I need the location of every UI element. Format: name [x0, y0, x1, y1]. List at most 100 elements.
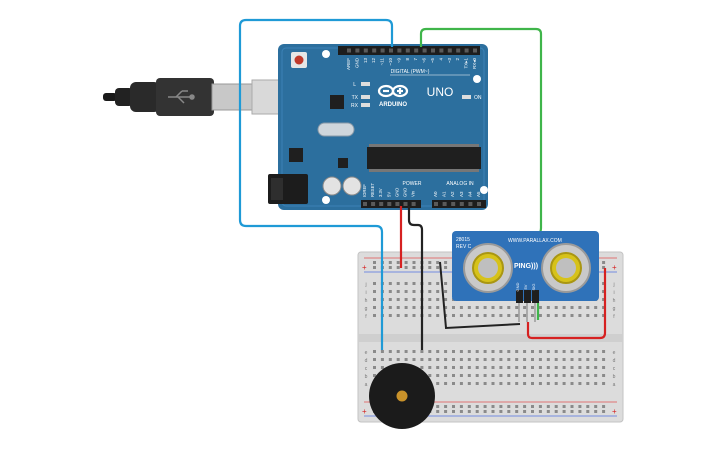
breadboard-hole[interactable]: [475, 410, 479, 413]
breadboard-hole[interactable]: [491, 358, 495, 361]
breadboard-hole[interactable]: [538, 306, 542, 309]
breadboard-hole[interactable]: [531, 405, 534, 408]
breadboard-hole[interactable]: [467, 366, 471, 369]
breadboard-hole[interactable]: [499, 382, 503, 385]
breadboard-hole[interactable]: [452, 374, 455, 377]
breadboard-hole[interactable]: [373, 358, 376, 361]
breadboard-hole[interactable]: [444, 306, 448, 309]
breadboard-hole[interactable]: [491, 382, 495, 385]
breadboard-hole[interactable]: [436, 314, 440, 317]
breadboard-hole[interactable]: [483, 350, 487, 353]
breadboard-hole[interactable]: [586, 410, 590, 413]
breadboard-hole[interactable]: [428, 374, 432, 377]
breadboard-hole[interactable]: [546, 306, 550, 309]
breadboard-hole[interactable]: [594, 382, 598, 385]
breadboard-hole[interactable]: [562, 410, 566, 413]
analog-header[interactable]: [432, 200, 486, 208]
breadboard-hole[interactable]: [436, 306, 440, 309]
breadboard-hole[interactable]: [483, 405, 487, 408]
breadboard-hole[interactable]: [594, 410, 598, 413]
breadboard-hole[interactable]: [404, 290, 408, 293]
breadboard-hole[interactable]: [380, 350, 384, 353]
breadboard-hole[interactable]: [483, 410, 487, 413]
breadboard-hole[interactable]: [538, 405, 542, 408]
breadboard-hole[interactable]: [507, 350, 511, 353]
breadboard-hole[interactable]: [570, 350, 574, 353]
breadboard-hole[interactable]: [452, 314, 455, 317]
breadboard-hole[interactable]: [436, 261, 440, 264]
breadboard-hole[interactable]: [436, 366, 440, 369]
breadboard-hole[interactable]: [546, 374, 550, 377]
breadboard-hole[interactable]: [404, 298, 408, 301]
breadboard-hole[interactable]: [578, 314, 582, 317]
ping-ultrasonic-sensor[interactable]: 28015 REV C WWW.PARALLAX.COM PING))) GND…: [452, 231, 599, 322]
breadboard-hole[interactable]: [538, 374, 542, 377]
breadboard-hole[interactable]: [412, 282, 416, 285]
header-pin[interactable]: [371, 202, 376, 206]
breadboard-hole[interactable]: [404, 314, 408, 317]
breadboard-hole[interactable]: [436, 405, 440, 408]
breadboard-hole[interactable]: [475, 306, 479, 309]
breadboard-hole[interactable]: [570, 405, 574, 408]
breadboard-hole[interactable]: [444, 382, 448, 385]
breadboard-hole[interactable]: [467, 306, 471, 309]
breadboard-hole[interactable]: [459, 314, 463, 317]
breadboard-hole[interactable]: [515, 382, 519, 385]
breadboard-hole[interactable]: [483, 314, 487, 317]
breadboard-hole[interactable]: [459, 366, 463, 369]
breadboard-hole[interactable]: [562, 382, 566, 385]
breadboard-hole[interactable]: [396, 266, 400, 269]
breadboard-hole[interactable]: [586, 374, 590, 377]
breadboard-hole[interactable]: [602, 410, 606, 413]
breadboard-hole[interactable]: [467, 410, 471, 413]
breadboard-hole[interactable]: [396, 290, 400, 293]
breadboard-hole[interactable]: [452, 382, 455, 385]
breadboard-hole[interactable]: [412, 261, 416, 264]
breadboard-hole[interactable]: [373, 306, 376, 309]
breadboard-hole[interactable]: [452, 410, 455, 413]
breadboard-hole[interactable]: [373, 261, 376, 264]
breadboard-hole[interactable]: [578, 358, 582, 361]
header-pin[interactable]: [380, 48, 385, 53]
breadboard-hole[interactable]: [515, 374, 519, 377]
breadboard-hole[interactable]: [373, 314, 376, 317]
breadboard-hole[interactable]: [467, 382, 471, 385]
breadboard-hole[interactable]: [570, 382, 574, 385]
breadboard-hole[interactable]: [554, 374, 558, 377]
breadboard-hole[interactable]: [523, 366, 527, 369]
breadboard-hole[interactable]: [594, 366, 598, 369]
header-pin[interactable]: [439, 48, 444, 53]
breadboard-hole[interactable]: [499, 410, 503, 413]
breadboard-hole[interactable]: [467, 350, 471, 353]
breadboard-hole[interactable]: [578, 405, 582, 408]
header-pin[interactable]: [447, 48, 452, 53]
breadboard-hole[interactable]: [404, 358, 408, 361]
breadboard-hole[interactable]: [578, 382, 582, 385]
breadboard-hole[interactable]: [594, 306, 598, 309]
breadboard-hole[interactable]: [388, 314, 392, 317]
breadboard-hole[interactable]: [436, 298, 440, 301]
header-pin[interactable]: [379, 202, 384, 206]
breadboard-hole[interactable]: [499, 350, 503, 353]
header-pin[interactable]: [422, 48, 427, 53]
breadboard-hole[interactable]: [373, 290, 376, 293]
breadboard-hole[interactable]: [396, 358, 400, 361]
breadboard-hole[interactable]: [444, 350, 448, 353]
breadboard-hole[interactable]: [538, 358, 542, 361]
breadboard-hole[interactable]: [420, 350, 424, 353]
breadboard-hole[interactable]: [515, 350, 519, 353]
breadboard-hole[interactable]: [570, 358, 574, 361]
breadboard-hole[interactable]: [546, 410, 550, 413]
breadboard-hole[interactable]: [554, 405, 558, 408]
header-pin[interactable]: [459, 202, 464, 206]
header-pin[interactable]: [451, 202, 456, 206]
header-pin[interactable]: [464, 48, 469, 53]
breadboard-hole[interactable]: [515, 314, 519, 317]
header-pin[interactable]: [473, 48, 477, 53]
breadboard-hole[interactable]: [428, 358, 432, 361]
breadboard-hole[interactable]: [373, 350, 376, 353]
breadboard-hole[interactable]: [602, 290, 606, 293]
breadboard-hole[interactable]: [602, 314, 606, 317]
breadboard-hole[interactable]: [602, 261, 606, 264]
breadboard-hole[interactable]: [586, 382, 590, 385]
